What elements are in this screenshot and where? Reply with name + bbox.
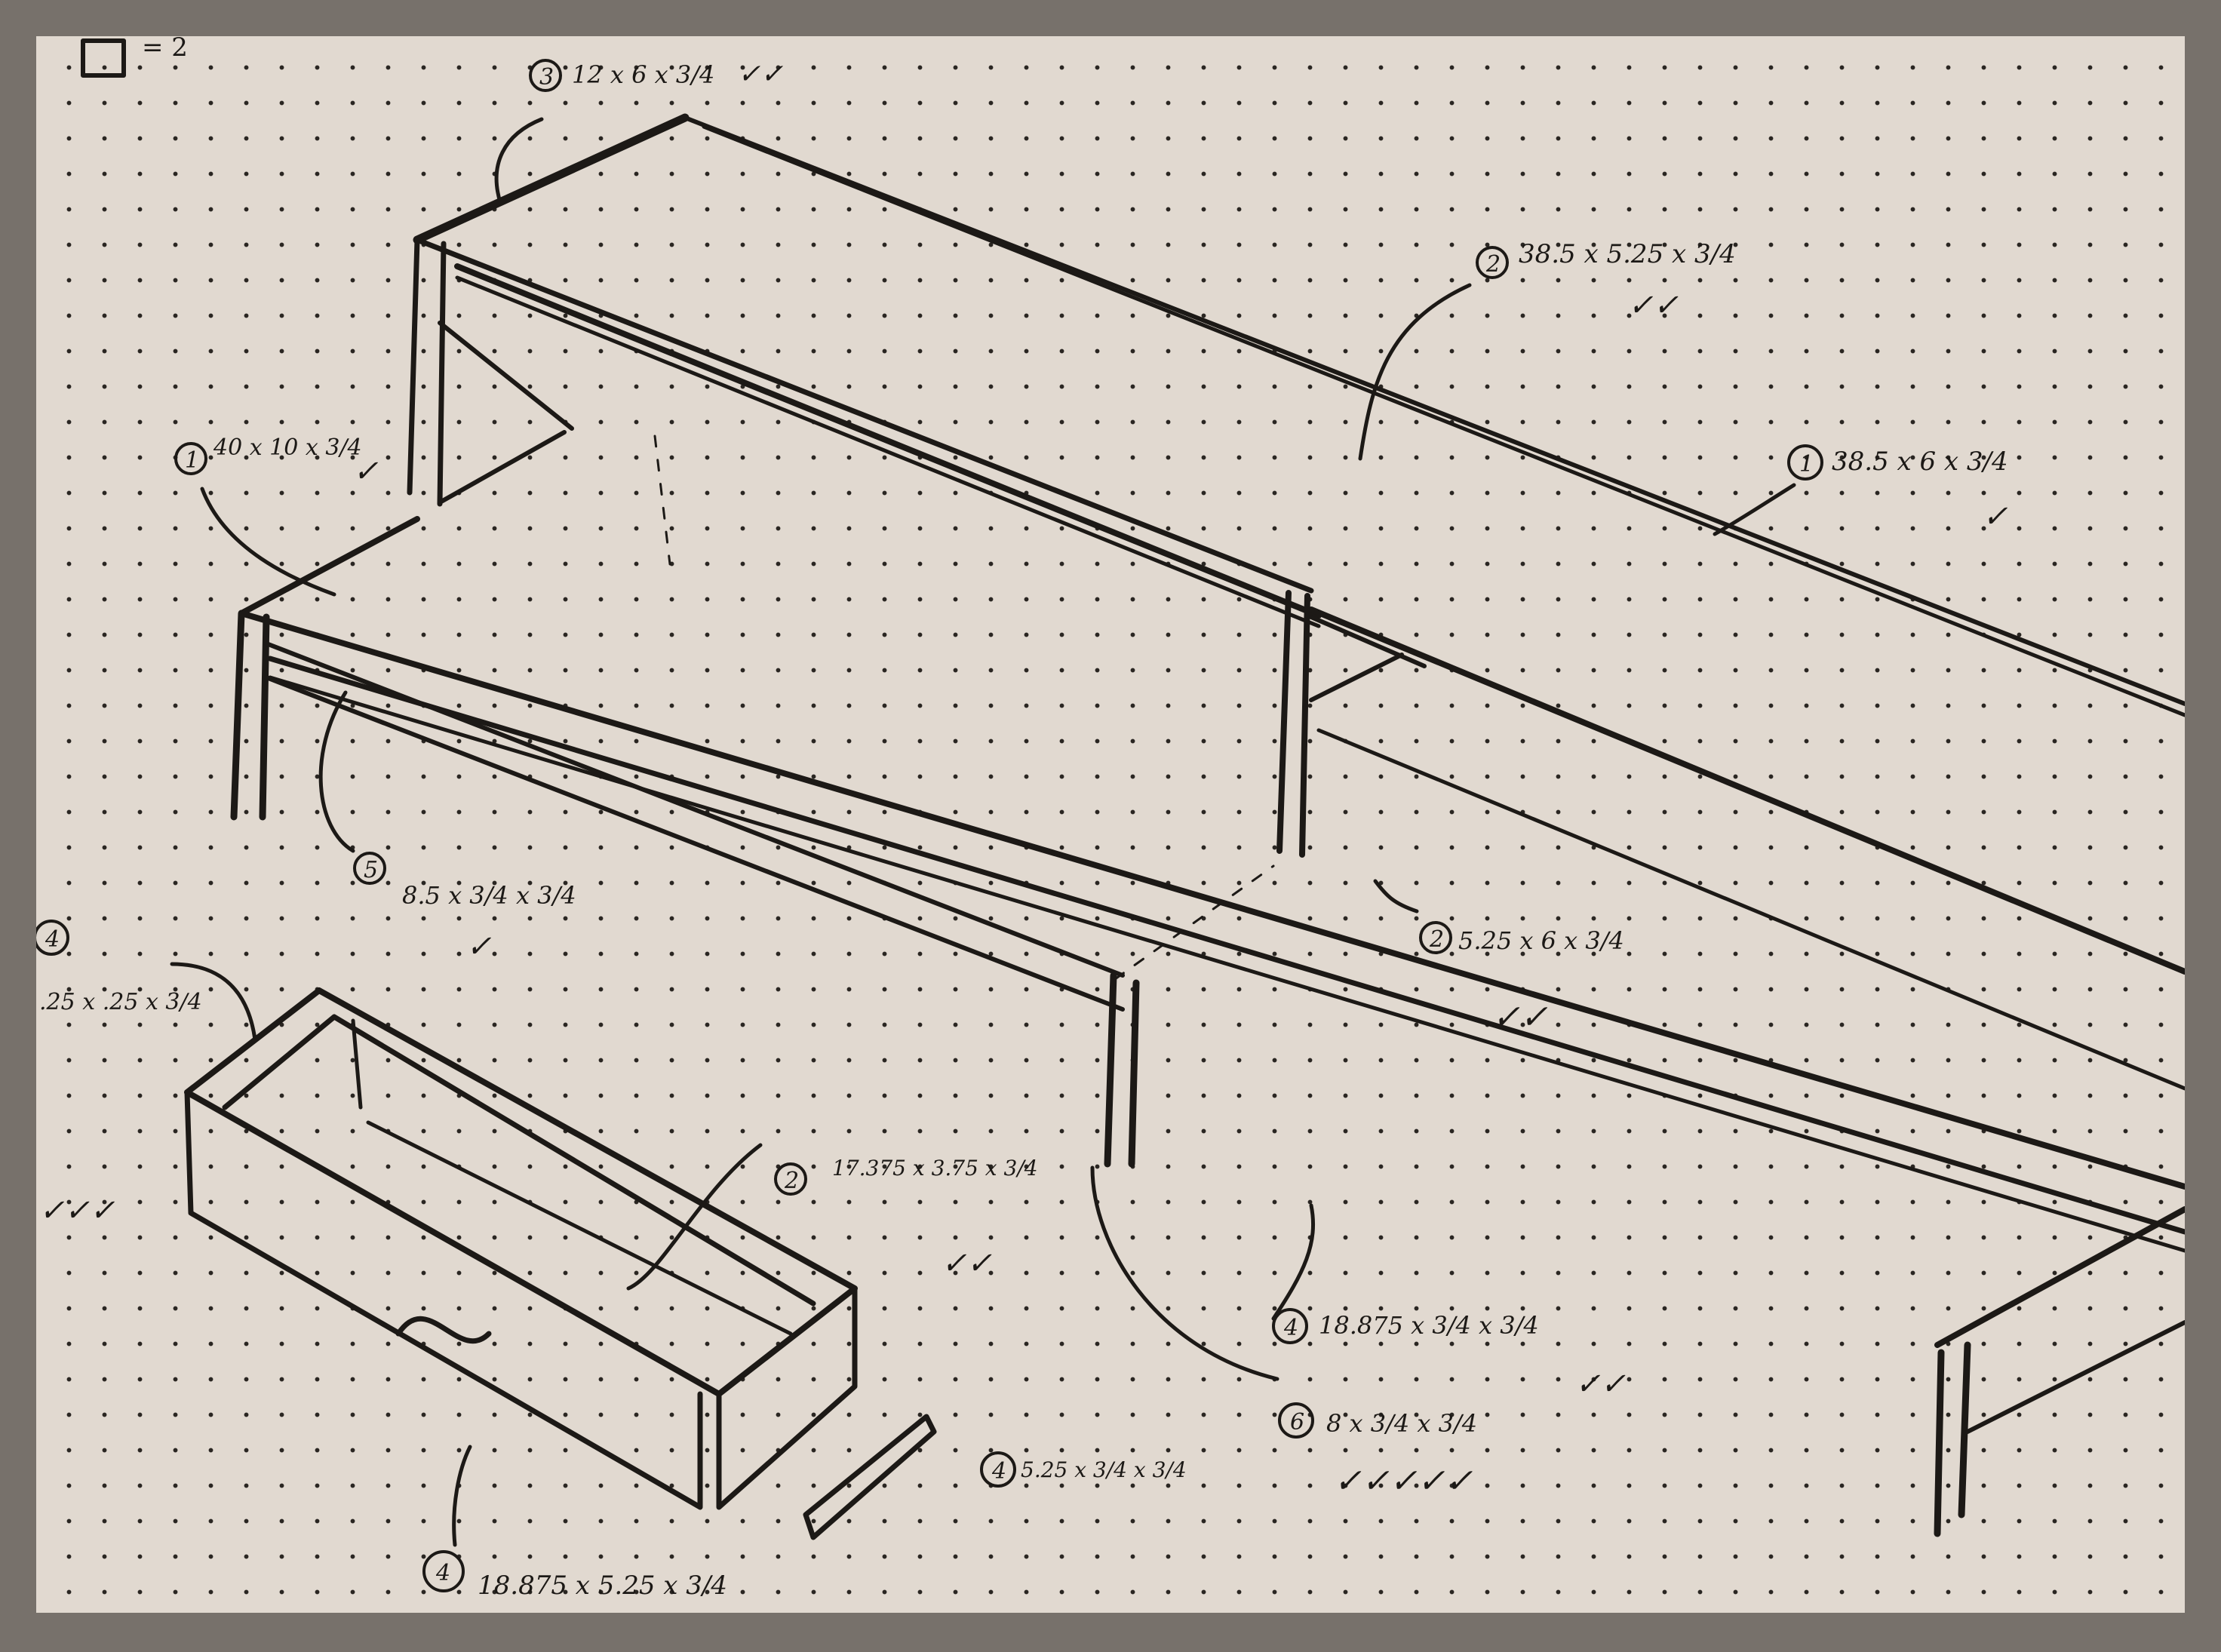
label-dims: 5.25 x 6 x 3/4 [1458,926,1624,955]
corner-note-text: = 2 [142,36,188,63]
label-checks: ✓✓✓✓✓ [1334,1462,1473,1500]
label-divider: 2 5.25 x 6 x 3/4 ✓✓ [1419,921,1624,1036]
label-checks: ✓✓ [942,1246,992,1281]
label-dims: .25 x .25 x 3/4 [39,989,202,1015]
label-part: 6 [1290,1409,1304,1436]
label-part: 4 [45,926,60,953]
label-runner: 4 5.25 x 3/4 x 3/4 [980,1451,1187,1488]
corner-note: = 2 [81,36,188,78]
label-leg: 6 8 x 3/4 x 3/4 ✓✓✓✓✓ [1278,1402,1477,1500]
label-checks: ✓✓ [1492,998,1548,1036]
label-dims: 18.875 x 5.25 x 3/4 [478,1571,727,1601]
label-part: 4 [991,1458,1006,1485]
label-part: 5 [364,857,378,883]
furniture-sketch: = 2 [36,36,2185,1601]
label-drawer-bottom-partial: 4 .25 x .25 x 3/4 ✓✓✓ [36,920,202,1228]
label-dims: 8 x 3/4 x 3/4 [1326,1409,1477,1438]
label-top-shelf-side: 3 12 x 6 x 3/4 ✓✓ [529,59,783,92]
label-top-shelf-front: 2 38.5 x 5.25 x 3/4 ✓✓ [1476,239,1736,323]
label-drawer-front: 4 18.875 x 5.25 x 3/4 [422,1550,727,1601]
label-part: 2 [784,1168,799,1194]
label-dims: 8.5 x 3/4 x 3/4 [402,881,576,910]
label-dims: 38.5 x 5.25 x 3/4 [1519,239,1736,269]
label-part: 1 [1799,451,1814,477]
label-long-rail: 4 18.875 x 3/4 x 3/4 ✓✓ [1272,1308,1626,1402]
label-drawer-side: 2 17.375 x 3.75 x 3/4 ✓✓ [774,1156,1038,1281]
label-dims: 40 x 10 x 3/4 [213,434,362,461]
label-checks: ✓✓ [1575,1367,1626,1402]
drawer [184,987,937,1540]
label-dims: 17.375 x 3.75 x 3/4 [832,1156,1038,1181]
sketch-sheet: = 2 [36,36,2185,1613]
label-checks: ✓ [353,454,379,489]
label-part: 2 [1429,926,1444,953]
label-part: 4 [1283,1315,1298,1341]
label-part: 1 [185,447,199,474]
label-checks: ✓ [1983,499,2008,534]
label-checks: ✓ [466,929,492,964]
label-part: 4 [435,1560,450,1586]
label-part: 2 [1485,251,1501,278]
label-checks: ✓✓ [738,59,783,90]
label-base-top: 1 40 x 10 x 3/4 ✓ [174,434,379,489]
top-shelf [407,113,2185,1091]
leader-arrows [170,117,1796,1547]
label-checks: ✓✓ [1628,288,1679,323]
label-top-shelf-top: 1 38.5 x 6 x 3/4 ✓ [1787,444,2008,534]
label-dims: 5.25 x 3/4 x 3/4 [1021,1457,1187,1482]
label-checks: ✓✓✓ [39,1193,115,1228]
label-dims: 38.5 x 6 x 3/4 [1832,447,2008,477]
label-dims: 18.875 x 3/4 x 3/4 [1319,1311,1539,1340]
label-dims: 12 x 6 x 3/4 [572,60,714,89]
base-frame [230,516,2185,1537]
dimension-labels: 3 12 x 6 x 3/4 ✓✓ 2 38.5 x 5.25 x 3/4 ✓✓… [36,59,2008,1601]
label-part: 3 [539,64,554,91]
label-side-rail: 5 8.5 x 3/4 x 3/4 ✓ [353,852,576,964]
